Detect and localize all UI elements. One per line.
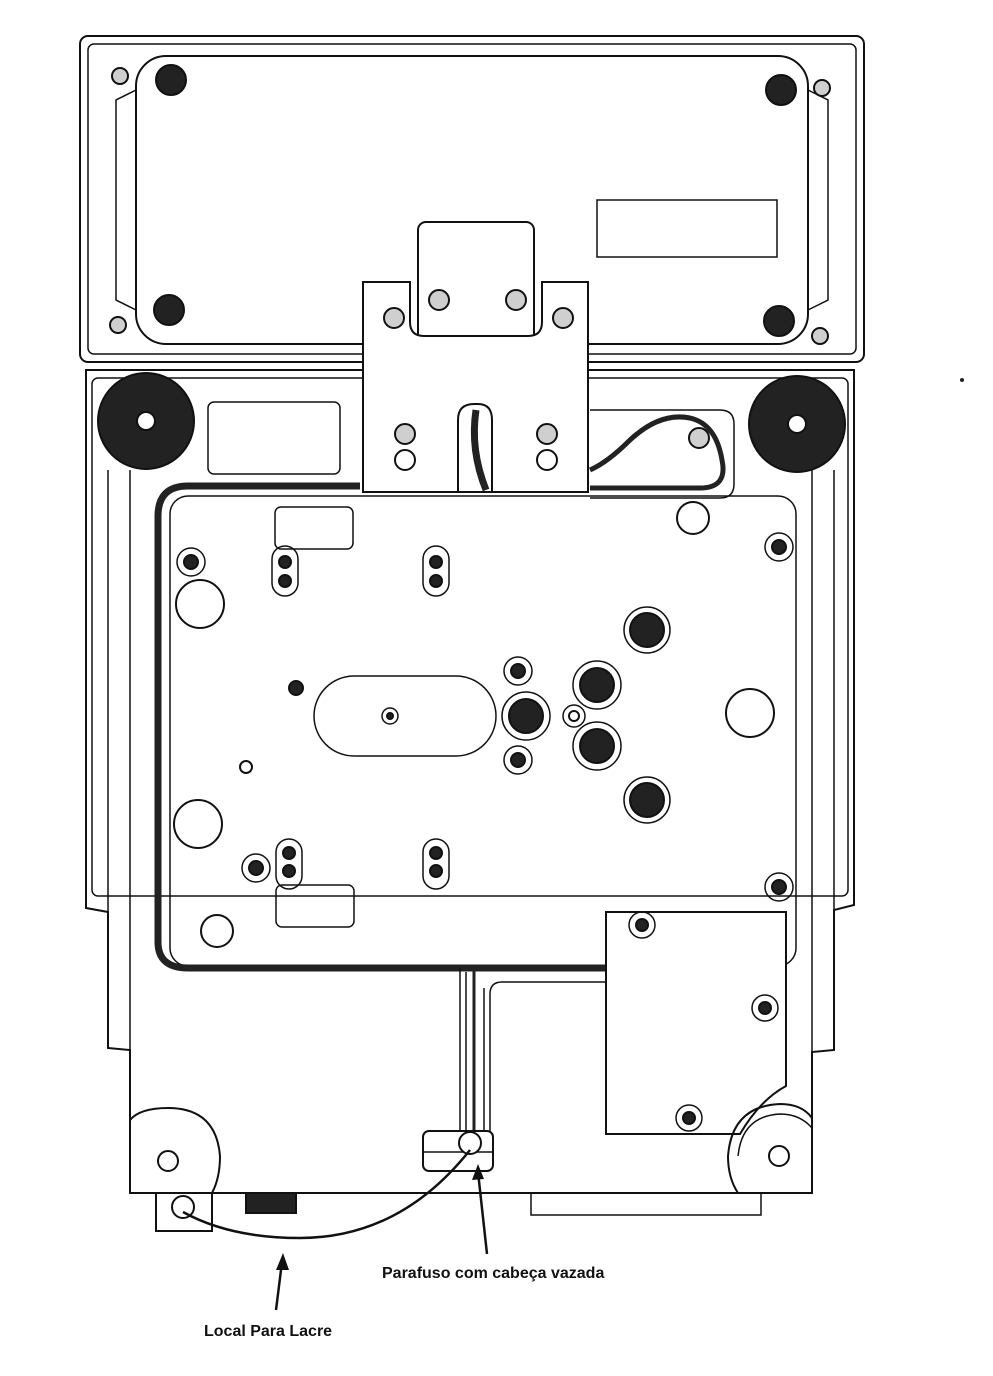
seal-wire xyxy=(182,1149,471,1240)
upper-corner-hole-br xyxy=(763,305,795,337)
cable xyxy=(154,409,735,972)
label-seal-location: Local Para Lacre xyxy=(204,1323,332,1340)
label-hollow-head-screw: Parafuso com cabeça vazada xyxy=(382,1265,604,1282)
foot-top-right xyxy=(748,375,846,473)
foot-bottom-left xyxy=(129,1106,222,1194)
upper-small-hole xyxy=(109,316,127,334)
upper-hinge-block xyxy=(417,221,535,343)
upper-small-hole xyxy=(111,67,129,85)
bottom-dark-tab xyxy=(245,1192,297,1214)
base-body xyxy=(85,369,855,1194)
bottom-foot-strip xyxy=(530,1192,762,1216)
upper-corner-hole-tr xyxy=(765,74,797,106)
upper-corner-hole-tl xyxy=(155,64,187,96)
arrow-to-screw xyxy=(472,1164,489,1255)
electronics-cover xyxy=(605,911,787,1135)
hollow-head-screw xyxy=(422,1130,494,1172)
arrow-to-seal xyxy=(274,1253,289,1311)
plate-holes xyxy=(173,501,794,948)
hinge-bracket xyxy=(362,281,589,493)
base-label-plate xyxy=(207,401,341,475)
upper-small-hole xyxy=(811,327,829,345)
small-plate-top xyxy=(274,506,354,550)
foot-top-left xyxy=(97,372,195,470)
upper-label-plate xyxy=(596,199,778,258)
upper-panel xyxy=(79,35,865,363)
upper-small-hole xyxy=(813,79,831,97)
upper-corner-hole-bl xyxy=(153,294,185,326)
small-plate-bottom xyxy=(275,884,355,928)
foot-bottom-right xyxy=(726,1102,813,1194)
